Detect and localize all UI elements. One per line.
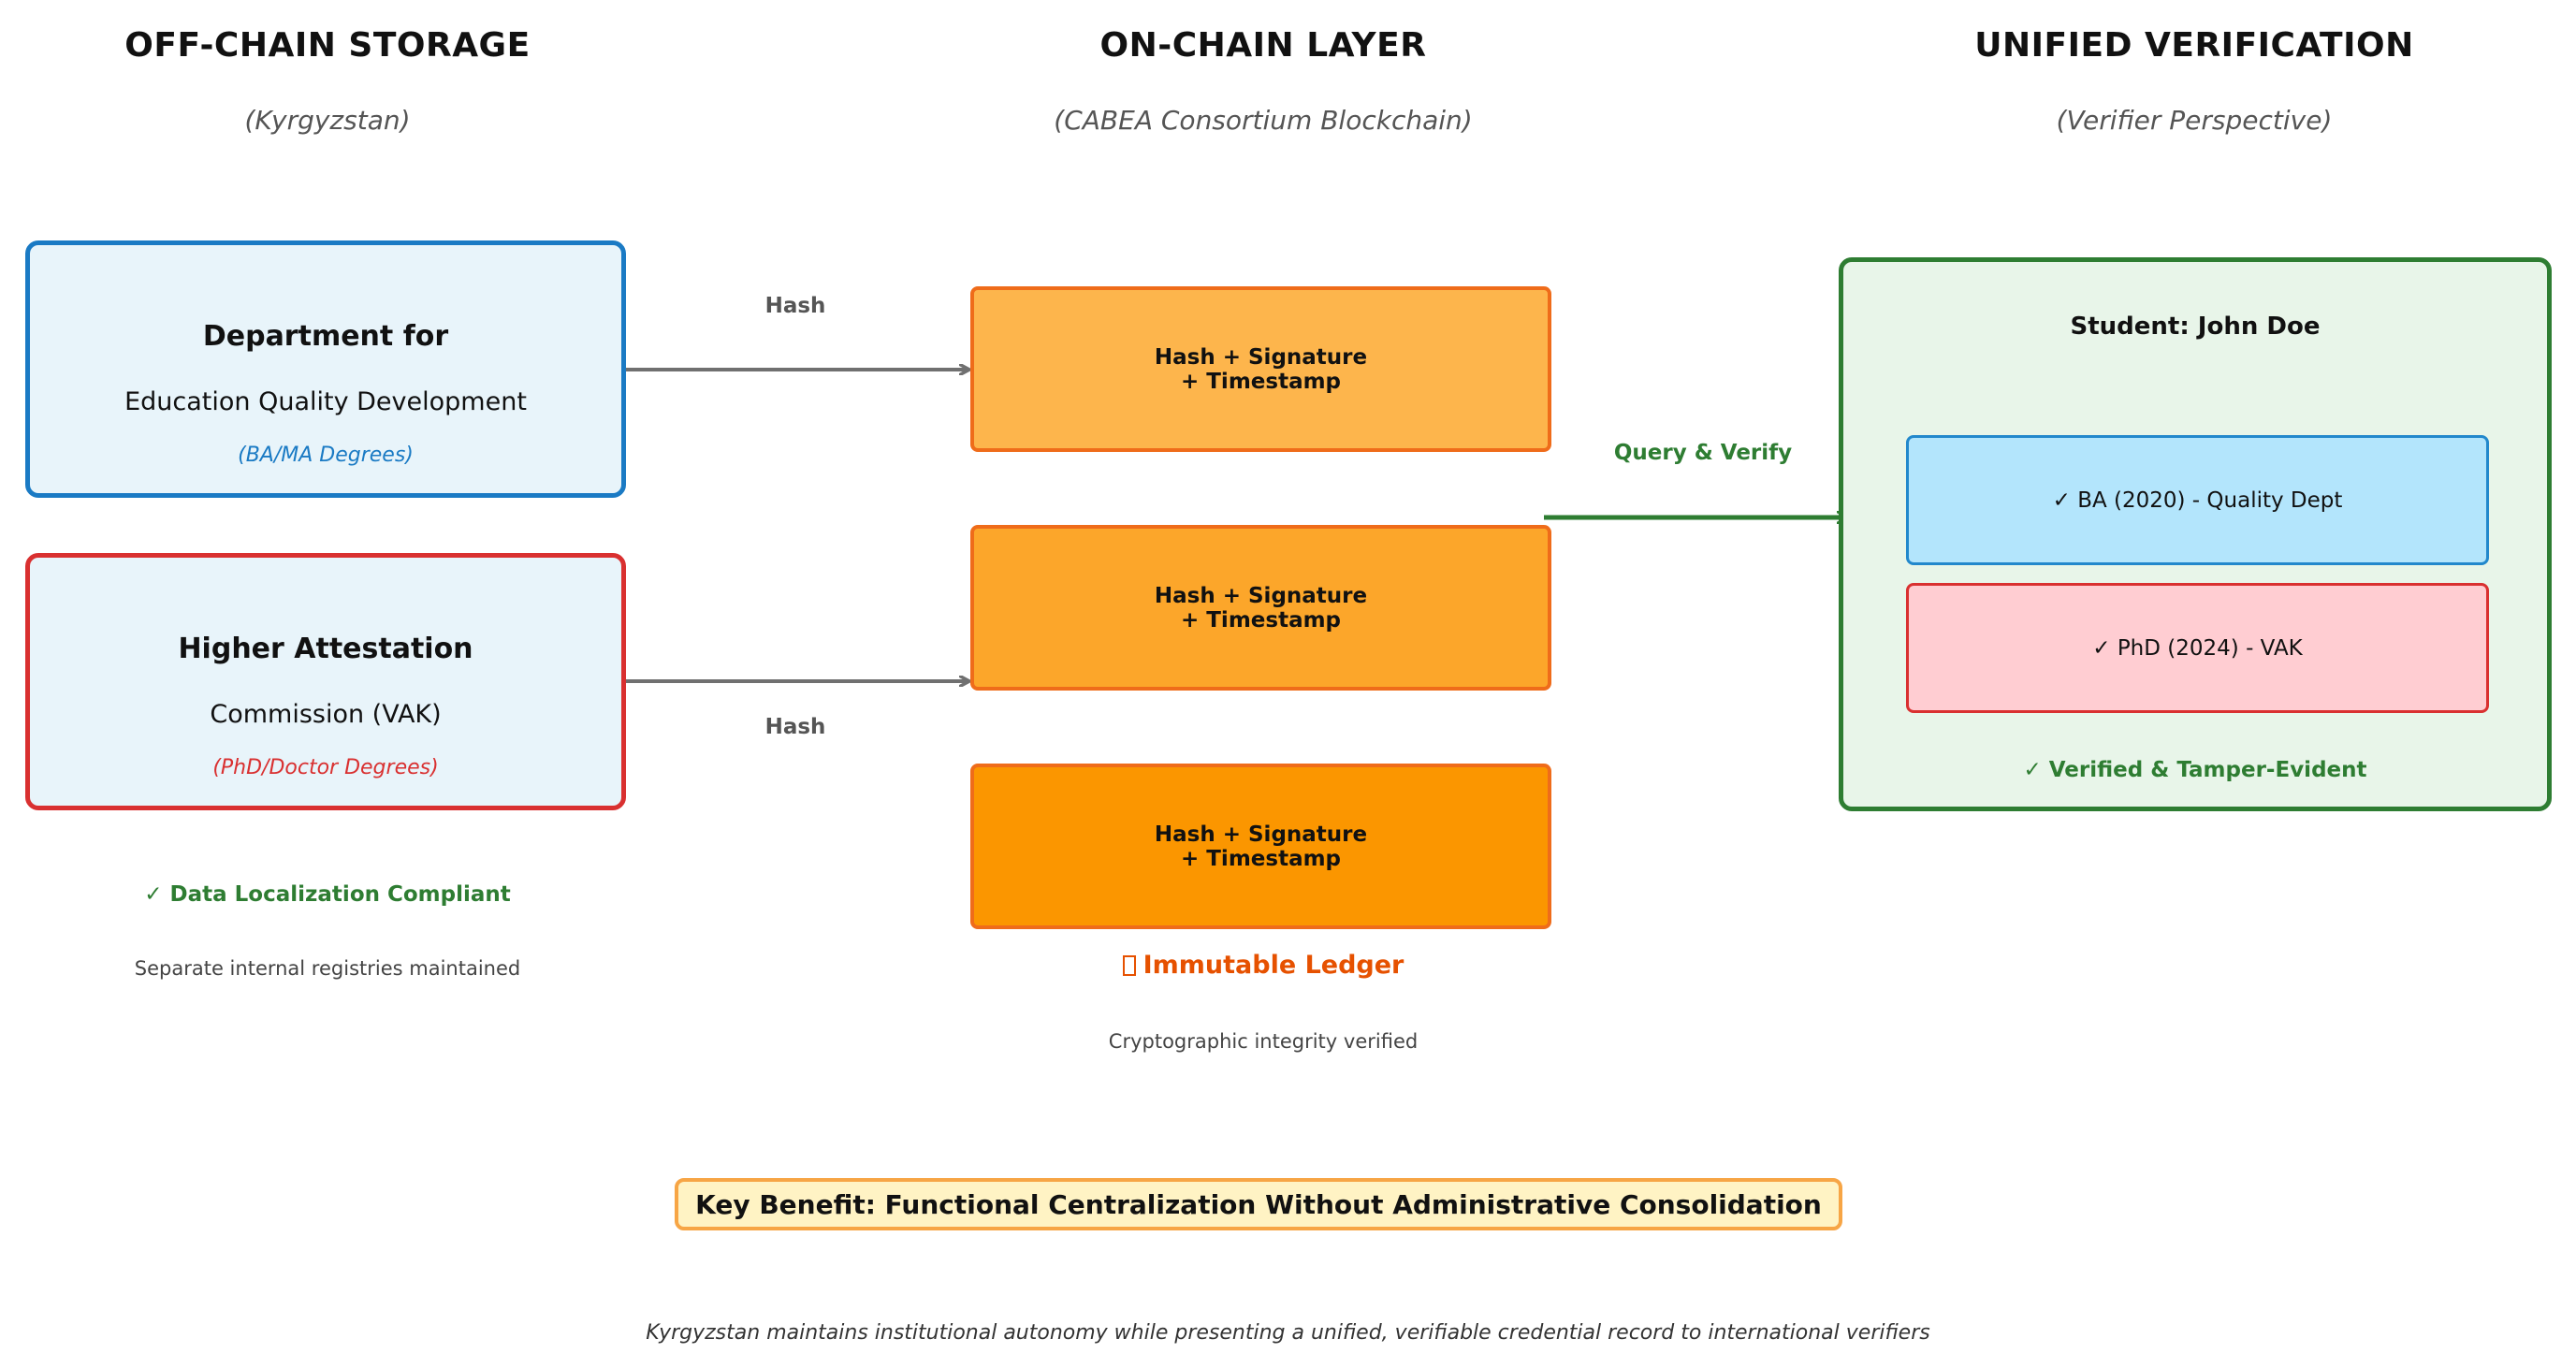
chain-block-line: Hash + Signature (1154, 583, 1368, 608)
footer-note: Kyrgyzstan maintains institutional auton… (646, 1321, 1930, 1345)
source-title: Department for (202, 320, 449, 353)
offchain-subtitle: (Kyrgyzstan) (244, 105, 411, 136)
chain-block: Hash + Signature + Timestamp (970, 286, 1551, 452)
hash-label-top: Hash (764, 294, 826, 318)
offchain-title: OFF-CHAIN STORAGE (124, 26, 531, 65)
key-benefit-banner: Key Benefit: Functional Centralization W… (675, 1178, 1842, 1230)
chain-block-line: Hash + Signature (1154, 344, 1368, 370)
compliance-note: ✓ Data Localization Compliant (144, 882, 511, 907)
student-name: Student: John Doe (2070, 313, 2321, 341)
source-line: Commission (VAK) (210, 700, 442, 729)
source-note: (BA/MA Degrees) (238, 444, 414, 467)
lock-icon (1122, 955, 1136, 976)
verifier-box: Student: John Doe ✓ BA (2020) - Quality … (1839, 257, 2552, 811)
credential-phd: ✓ PhD (2024) - VAK (1906, 583, 2489, 713)
source-box-quality-dept: Department for Education Quality Develop… (25, 240, 626, 498)
onchain-subtitle: (CABEA Consortium Blockchain) (1054, 105, 1473, 136)
chain-block-line: + Timestamp (1180, 607, 1342, 633)
verification-title: UNIFIED VERIFICATION (1974, 26, 2414, 65)
chain-block-line: + Timestamp (1180, 369, 1342, 394)
registries-note: Separate internal registries maintained (134, 957, 521, 980)
source-title: Higher Attestation (178, 633, 473, 665)
verification-status: ✓ Verified & Tamper-Evident (2023, 758, 2367, 782)
source-line: Education Quality Development (124, 387, 527, 416)
immutable-ledger-label: Immutable Ledger (889, 951, 1637, 980)
chain-block-line: Hash + Signature (1154, 822, 1368, 847)
chain-block: Hash + Signature + Timestamp (970, 764, 1551, 929)
source-box-vak: Higher Attestation Commission (VAK) (PhD… (25, 553, 626, 810)
credential-ba: ✓ BA (2020) - Quality Dept (1906, 435, 2489, 565)
ledger-note: Cryptographic integrity verified (1108, 1030, 1419, 1053)
query-verify-label: Query & Verify (1613, 441, 1793, 465)
hash-label-bottom: Hash (764, 715, 826, 739)
verification-subtitle: (Verifier Perspective) (2056, 105, 2333, 136)
chain-block-line: + Timestamp (1180, 846, 1342, 871)
ledger-label: Immutable Ledger (1142, 951, 1404, 980)
source-note: (PhD/Doctor Degrees) (212, 756, 439, 779)
chain-block: Hash + Signature + Timestamp (970, 525, 1551, 691)
onchain-title: ON-CHAIN LAYER (1099, 26, 1427, 65)
